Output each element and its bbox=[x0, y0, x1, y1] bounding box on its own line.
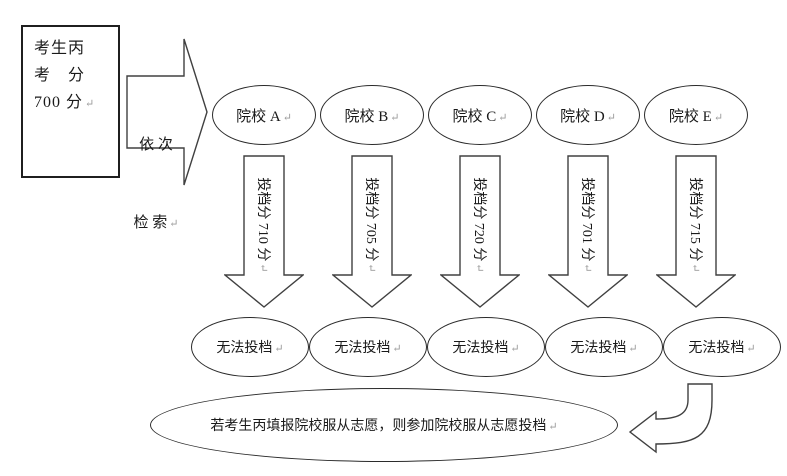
candidate-line-3: 700 分↵ bbox=[34, 89, 118, 118]
paragraph-mark: ↵ bbox=[713, 111, 724, 124]
college-ellipse-b: 院校 B↵ bbox=[320, 85, 424, 145]
conclusion-ellipse: 若考生丙填报院校服从志愿，则参加院校服从志愿投档↵ bbox=[150, 388, 618, 462]
college-label: 院校 C bbox=[452, 108, 497, 125]
result-label: 无法投档 bbox=[570, 341, 627, 356]
paragraph-mark: ↵ bbox=[628, 343, 638, 355]
result-ellipse-e: 无法投档↵ bbox=[663, 317, 781, 377]
college-label: 院校 A bbox=[236, 108, 281, 125]
paragraph-mark: ↵ bbox=[581, 263, 594, 273]
result-ellipse-d: 无法投档↵ bbox=[545, 317, 663, 377]
college-ellipse-d: 院校 D↵ bbox=[536, 85, 640, 145]
loopback-elbow-arrow-icon bbox=[628, 383, 713, 454]
score-label-b: 投档分 705 分↵ bbox=[352, 150, 392, 300]
college-label: 院校 D bbox=[560, 108, 605, 125]
candidate-line-2: 考 分 bbox=[34, 67, 86, 84]
paragraph-mark: ↵ bbox=[169, 218, 179, 230]
result-ellipse-b: 无法投档↵ bbox=[309, 317, 427, 377]
paragraph-mark: ↵ bbox=[365, 263, 378, 273]
score-down-arrow-icon bbox=[332, 155, 412, 308]
paragraph-mark: ↵ bbox=[85, 98, 96, 110]
paragraph-mark: ↵ bbox=[498, 111, 508, 124]
paragraph-mark: ↵ bbox=[392, 343, 402, 355]
college-ellipse-c: 院校 C↵ bbox=[428, 85, 532, 145]
result-ellipse-c: 无法投档↵ bbox=[427, 317, 545, 377]
score-text: 投档分 710 分 bbox=[255, 177, 270, 262]
paragraph-mark: ↵ bbox=[548, 421, 558, 433]
score-down-arrow-icon bbox=[224, 155, 304, 308]
candidate-line-1: 考生丙 bbox=[34, 40, 86, 57]
college-ellipse-e: 院校 E↵ bbox=[644, 85, 748, 145]
college-label: 院校 E bbox=[668, 108, 712, 125]
paragraph-mark: ↵ bbox=[689, 263, 702, 273]
paragraph-mark: ↵ bbox=[390, 111, 400, 124]
paragraph-mark: ↵ bbox=[274, 343, 284, 355]
score-down-arrow-icon bbox=[656, 155, 736, 308]
score-label-c: 投档分 720 分↵ bbox=[460, 150, 500, 300]
score-text: 投档分 715 分 bbox=[687, 177, 702, 262]
score-down-arrow-icon bbox=[440, 155, 520, 308]
score-text: 投档分 701 分 bbox=[579, 177, 594, 262]
score-down-arrow-icon bbox=[548, 155, 628, 308]
candidate-score-text: 700 分 bbox=[34, 94, 84, 111]
score-text: 投档分 720 分 bbox=[471, 177, 486, 262]
search-arrow-label: 依 次 检 索↵ bbox=[127, 80, 185, 289]
result-label: 无法投档 bbox=[452, 341, 509, 356]
result-ellipse-a: 无法投档↵ bbox=[191, 317, 309, 377]
college-ellipse-a: 院校 A↵ bbox=[212, 85, 316, 145]
result-label: 无法投档 bbox=[216, 341, 273, 356]
search-arrow-line2: 检 索 bbox=[133, 215, 168, 231]
paragraph-mark: ↵ bbox=[746, 343, 756, 355]
paragraph-mark: ↵ bbox=[257, 263, 270, 273]
college-label: 院校 B bbox=[344, 108, 389, 125]
score-label-a: 投档分 710 分↵ bbox=[244, 150, 284, 300]
result-label: 无法投档 bbox=[688, 341, 745, 356]
search-right-arrow-icon bbox=[126, 38, 208, 186]
score-text: 投档分 705 分 bbox=[363, 177, 378, 262]
search-arrow-line1: 依 次 bbox=[139, 137, 173, 153]
score-label-d: 投档分 701 分↵ bbox=[568, 150, 608, 300]
paragraph-mark: ↵ bbox=[510, 343, 520, 355]
paragraph-mark: ↵ bbox=[606, 111, 616, 124]
conclusion-text: 若考生丙填报院校服从志愿，则参加院校服从志愿投档 bbox=[210, 419, 547, 434]
candidate-box: 考生丙 考 分 700 分↵ bbox=[21, 25, 120, 178]
paragraph-mark: ↵ bbox=[473, 263, 486, 273]
score-label-e: 投档分 715 分↵ bbox=[676, 150, 716, 300]
paragraph-mark: ↵ bbox=[282, 111, 292, 124]
result-label: 无法投档 bbox=[334, 341, 391, 356]
